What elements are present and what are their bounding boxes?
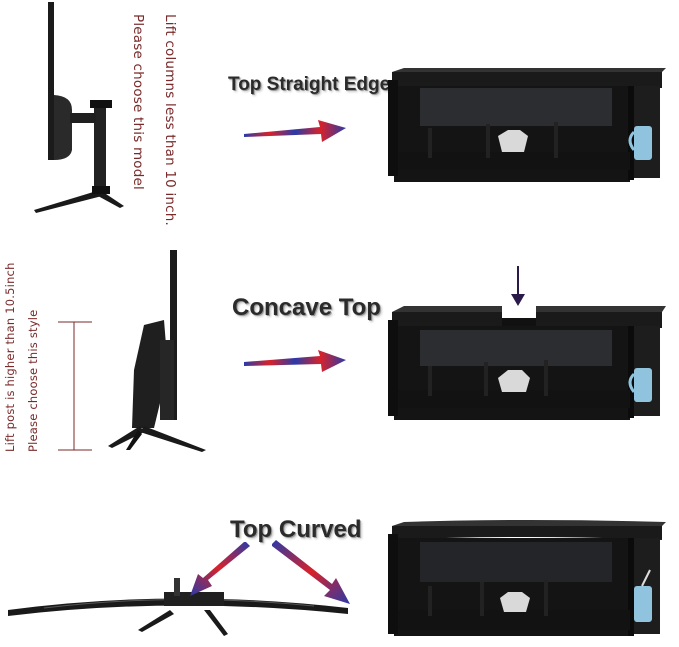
shelf-concave-top: [388, 306, 666, 420]
arrow-icon-row2: [244, 350, 346, 372]
lift-note-line2-tall: Please choose this style: [26, 309, 40, 452]
shelf-top-curved: [388, 520, 666, 636]
curved-monitor-top-view: [8, 578, 348, 636]
monitor-side-view-tall-lift: [108, 250, 206, 452]
label-top-straight-edge: Top Straight Edge: [228, 74, 391, 95]
lift-note-line1: Lift columns less than 10 inch.: [162, 14, 178, 227]
lift-note-line1-tall: Lift post is higher than 10.5inch: [3, 262, 17, 452]
lift-note-line2: Please choose this model: [130, 14, 146, 190]
label-top-curved: Top Curved: [230, 516, 362, 543]
shelf-top-straight-edge: [388, 68, 666, 182]
monitor-side-view-short-lift: [34, 2, 124, 213]
label-concave-top: Concave Top: [232, 294, 381, 321]
arrow-icon-row3-left: [190, 542, 250, 596]
down-arrow-icon: [511, 266, 525, 306]
arrow-icon-row1: [244, 120, 346, 142]
arrow-icon-row3-right: [272, 540, 350, 604]
height-bracket: [58, 321, 92, 451]
